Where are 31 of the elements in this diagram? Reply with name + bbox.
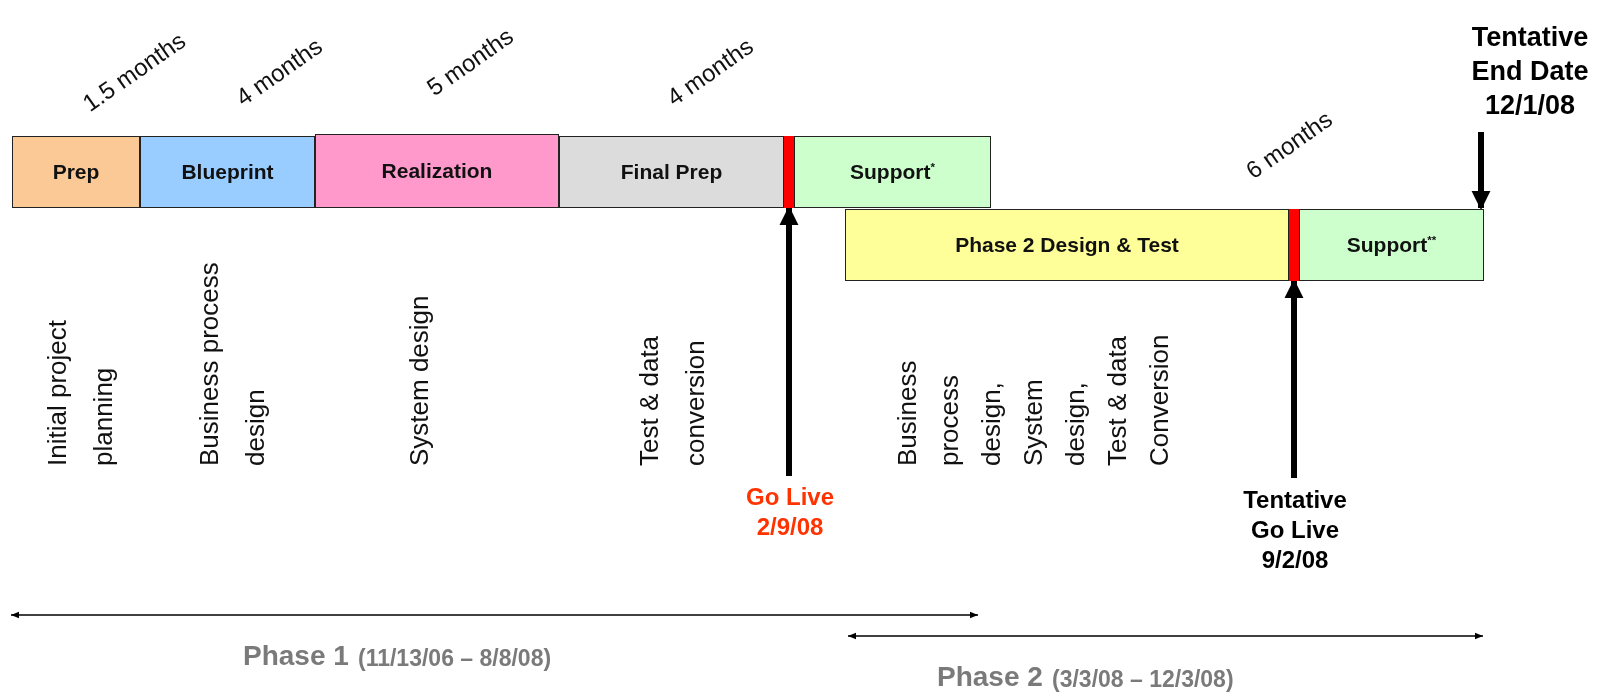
activity-description: Business process design <box>193 261 271 466</box>
phase-box <box>140 136 315 208</box>
milestone-label: Tentative Go Live 9/2/08 <box>1231 482 1359 578</box>
phase-box <box>794 136 991 208</box>
phase-box <box>1299 209 1484 281</box>
phase-span-label: Phase 2 <box>937 661 1043 692</box>
phase-label: Support$^{**}$ <box>1346 233 1437 257</box>
phase-label: Realization <box>381 159 493 183</box>
phase-label: Blueprint <box>181 160 274 184</box>
separator-bar <box>784 136 794 208</box>
phase-span-label: (11/13/06 – 8/8/08) <box>358 645 552 672</box>
phase-box <box>559 136 784 208</box>
phase-box <box>845 209 1289 281</box>
milestone-label: Go Live 2/9/08 <box>735 480 845 544</box>
activity-description: Test & data conversion <box>633 334 711 466</box>
milestone-label: Tentative End Date 12/1/08 <box>1445 18 1615 126</box>
phase-label: Final Prep <box>620 160 723 184</box>
phase-span-label: (3/3/08 – 12/3/08) <box>1052 666 1234 692</box>
phase-span-label: Phase 1 <box>243 640 349 672</box>
arrow <box>1284 279 1304 478</box>
phase-label: Prep <box>52 160 100 184</box>
arrow <box>779 206 799 476</box>
phase-label: Support$^{*}$ <box>850 160 935 184</box>
phase-label: Phase 2 Design & Test <box>955 233 1179 257</box>
phase-box <box>315 134 559 208</box>
activity-description: Business process design, System design, Test & data Conversion <box>891 333 1175 466</box>
separator-bar <box>1289 209 1299 281</box>
arrow <box>1471 132 1491 210</box>
activity-description: Initial project planning <box>41 319 119 466</box>
activity-description: System design <box>403 294 435 466</box>
phase-box <box>12 136 140 208</box>
